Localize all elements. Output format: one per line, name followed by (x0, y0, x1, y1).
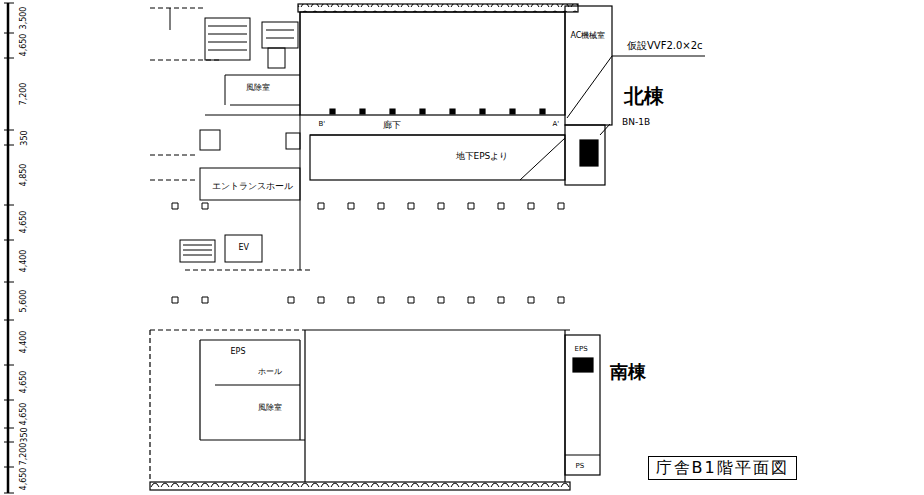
entrance-block (225, 235, 262, 262)
drawing-title: 庁舎B1階平面図 (648, 456, 797, 480)
north-building (580, 140, 598, 166)
cable-route (520, 56, 705, 180)
entrance-block (183, 245, 212, 255)
cable-route (520, 138, 565, 180)
entrance-block (225, 12, 300, 270)
north-building (298, 4, 578, 12)
entrance-block (170, 8, 171, 30)
dimension-value: 350 (20, 129, 28, 146)
section-mark: B' (318, 121, 327, 128)
entrance-block (262, 22, 298, 48)
entrance-block (205, 18, 250, 60)
room-label: EPS (230, 348, 247, 356)
south-building (565, 454, 600, 455)
room-label: 風除室 (257, 404, 283, 412)
dimension-value: 4,650 (20, 33, 28, 58)
building-name: 南棟 (609, 363, 647, 381)
dimension-line (7, 3, 10, 493)
room-label: PS (575, 463, 586, 470)
cable-route (567, 56, 705, 118)
dimension-value: 4,400 (20, 249, 28, 274)
dimension-value: 4,650 (20, 370, 28, 395)
entrance-block (268, 48, 285, 68)
south-building (305, 329, 570, 330)
entrance-block (180, 240, 215, 262)
cable-note: 地下EPSより (455, 152, 510, 161)
entrance-block (200, 168, 300, 200)
room-label: 風除室 (245, 84, 271, 92)
entrance-block (208, 26, 247, 50)
south-building (200, 330, 565, 482)
room-label: EV (238, 244, 251, 252)
dimension-value: 7,200 (20, 82, 28, 107)
panel-name: BN-1B (621, 118, 651, 127)
room-label: AC機械室 (570, 32, 607, 40)
south-building (565, 335, 600, 475)
dimension-line (4, 3, 14, 493)
room-label: ホール (257, 368, 283, 376)
entrance-block (266, 30, 294, 38)
dimension-value: 3,500 (20, 6, 28, 31)
column-marks (172, 297, 564, 303)
north-building (310, 135, 565, 180)
north-building (565, 125, 605, 185)
dimension-value: 4,400 (20, 330, 28, 355)
south-building (149, 330, 150, 482)
section-mark: A' (552, 121, 561, 128)
dimension-value: 4,650 (20, 402, 28, 427)
room-label: 廊下 (382, 121, 402, 130)
column-marks (172, 203, 564, 209)
building-name: 北棟 (623, 86, 665, 106)
column-marks (172, 203, 564, 303)
dimension-value: 4,650 (20, 210, 28, 235)
entrance-block (286, 133, 300, 149)
entrance-block (150, 8, 310, 270)
south-building (573, 358, 593, 372)
north-building (300, 12, 565, 115)
south-building (150, 329, 305, 330)
room-label: エントランスホール (211, 182, 294, 191)
entrance-block (200, 130, 220, 150)
dimension-value: 5,600 (20, 289, 28, 314)
cable-route (600, 124, 610, 135)
dimension-line (4, 3, 14, 493)
south-building (150, 482, 570, 490)
entrance-block (150, 8, 310, 270)
dimension-value: 7,200 (20, 442, 28, 467)
room-label: EPS (574, 346, 589, 353)
entrance-block (205, 115, 300, 116)
dimension-value: 4,850 (20, 163, 28, 188)
dimension-value: 4,650 (20, 467, 28, 492)
north-building (298, 4, 612, 185)
south-building (150, 330, 600, 490)
north-building (330, 109, 545, 114)
cable-note: 仮設VVF2.0×2c (626, 41, 704, 51)
